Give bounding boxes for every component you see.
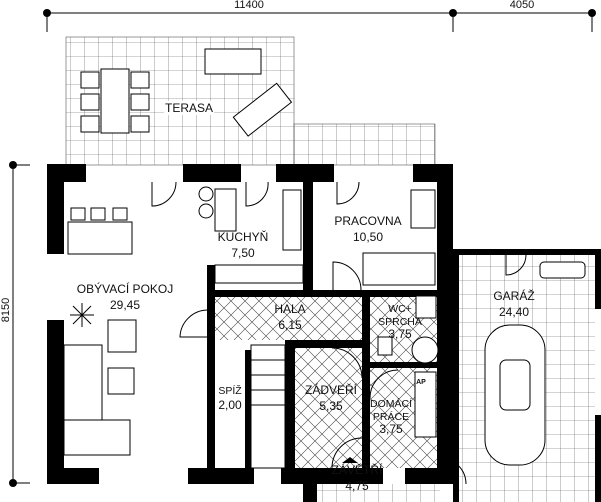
desk [410, 189, 436, 229]
dimension-depth: 8150 [0, 298, 12, 322]
hala-floor [215, 297, 362, 340]
zavetri-floor [317, 484, 440, 502]
room-kuchyn: KUCHYŇ 7,50 [218, 229, 269, 260]
room-obyvaci-pokoj: OBÝVACÍ POKOJ 29,45 [77, 281, 173, 312]
room-label: GARÁŽ [493, 288, 534, 303]
room-label: DOMÁCÍ [370, 397, 412, 410]
sun-lounger [204, 48, 262, 75]
sofa-bed [362, 252, 436, 286]
terrace-table [80, 68, 150, 134]
room-label: ZÁDVEŘÍ [305, 382, 358, 397]
room-area: 29,45 [110, 298, 140, 312]
room-hala: HALA 6,15 [274, 302, 305, 332]
bar-stool [198, 203, 214, 219]
room-area: 4,75 [345, 479, 369, 493]
kitchen-counter [214, 188, 237, 232]
room-label: OBÝVACÍ POKOJ [77, 281, 173, 296]
dimension-main-width: 11400 [234, 0, 264, 11]
kitchen-unit-bottom [214, 264, 304, 284]
room-area: 24,40 [499, 305, 529, 319]
room-label: KUCHYŇ [218, 229, 269, 244]
room-label: SPÍŽ [218, 384, 242, 397]
dimension-left: 8150 [0, 161, 30, 487]
sofa [63, 419, 131, 456]
shower [411, 336, 439, 364]
toilet [377, 336, 393, 356]
room-area: 3,75 [379, 422, 403, 436]
room-area: 10,50 [353, 230, 383, 244]
room-area: 5,35 [319, 399, 343, 413]
room-label: ZÁVĚTŘÍ [332, 462, 383, 477]
dining-table [67, 207, 133, 255]
room-label: WC+ [388, 303, 412, 315]
room-label: SPRCHA [378, 316, 422, 328]
boiler-label: AP [416, 379, 426, 386]
room-area: 6,15 [278, 318, 302, 332]
room-label: PRACOVNA [334, 214, 401, 228]
staircase [250, 344, 286, 469]
coffee-table [107, 367, 135, 395]
dimension-garage-width: 4050 [510, 0, 534, 11]
kitchen-unit [282, 189, 302, 251]
terrace: TERASA [65, 36, 436, 166]
motorcycle [539, 261, 586, 279]
room-zavetri: ZÁVĚTŘÍ 4,75 [332, 462, 383, 493]
utility-appliances [414, 371, 437, 438]
room-label-terasa: TERASA [165, 101, 213, 115]
room-pracovna: PRACOVNA 10,50 [334, 214, 401, 244]
car-roof [499, 359, 531, 411]
dimension-top: 11400 4050 [43, 0, 596, 32]
room-area: 2,00 [218, 398, 242, 412]
room-label: PRÁCE [373, 410, 409, 423]
room-wc-sprcha: WC+ SPRCHA 3,75 [378, 303, 422, 341]
zadveri-floor [295, 348, 362, 468]
room-area: 3,75 [388, 327, 412, 341]
room-garaz: GARÁŽ 24,40 [493, 288, 534, 319]
bar-stool [198, 186, 214, 202]
entrance-arrow-icon [342, 457, 358, 463]
room-zadveri: ZÁDVEŘÍ 5,35 [305, 382, 358, 413]
plant-icon [70, 303, 94, 327]
armchair [107, 319, 137, 353]
doors [151, 181, 527, 485]
room-domaci-prace: DOMÁCÍ PRÁCE 3,75 [370, 397, 412, 436]
room-spiz: SPÍŽ 2,00 [218, 384, 242, 412]
walls [47, 164, 601, 502]
room-label: HALA [274, 302, 305, 316]
sink [415, 295, 437, 319]
room-area: 7,50 [231, 246, 255, 260]
sun-lounger [232, 82, 293, 137]
